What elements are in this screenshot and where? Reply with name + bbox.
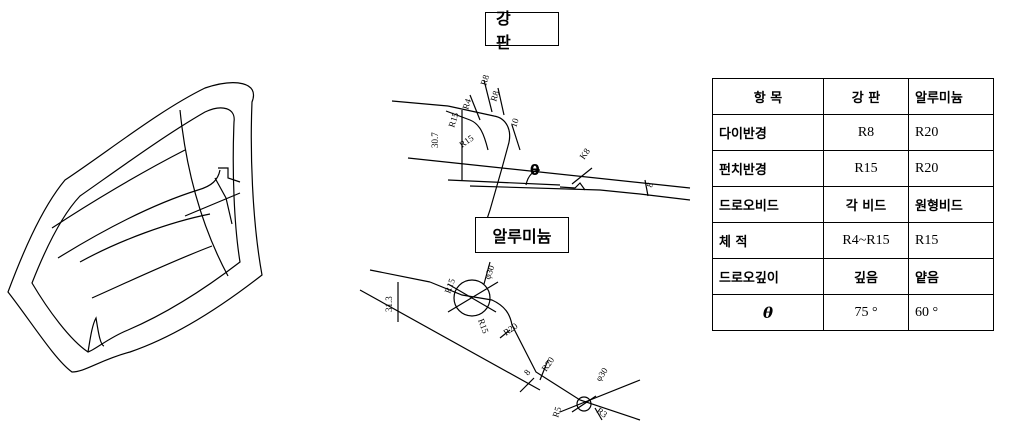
row-aluminum-value: 60 ° [908, 294, 994, 331]
table-row: 다이반경 R8 R20 [712, 114, 994, 151]
steel-label-r8b: R8 [488, 89, 501, 103]
header-aluminum: 알루미늄 [908, 78, 994, 115]
alu-label-r3: R3 [595, 405, 610, 420]
row-label: 드로오비드 [712, 186, 824, 223]
row-steel-value: R15 [823, 150, 909, 187]
steel-label-8: 8 [644, 181, 655, 189]
row-label: 체 적 [712, 222, 824, 259]
row-aluminum-value: R20 [908, 150, 994, 187]
alu-label-phi30a: φ30 [482, 264, 496, 281]
row-steel-value: 각 비드 [823, 186, 909, 223]
comparison-table: 항 목 강 판 알루미늄 다이반경 R8 R20 펀치반경 R15 R20 드로… [712, 78, 994, 331]
row-aluminum-value: 얕음 [908, 258, 994, 295]
table-row: 펀치반경 R15 R20 [712, 150, 994, 187]
table-row: 드로오비드 각 비드 원형비드 [712, 186, 994, 223]
steel-label-k8: K8 [577, 146, 592, 161]
alu-label-r15b: R15 [476, 317, 491, 335]
aluminum-dimension-labels: φ30 R15 R15 R20 31.3 8 R20 φ30 R5 R3 [384, 264, 610, 420]
row-steel-value: R8 [823, 114, 909, 151]
steel-dimension-labels: R4 R8 R8 R15 R15 30.7 10 θ K8 8 [430, 73, 655, 189]
panel-sketch [7, 82, 263, 373]
header-item: 항 목 [712, 78, 824, 115]
row-steel-value: R4~R15 [823, 222, 909, 259]
alu-label-r5: R5 [550, 405, 563, 419]
steel-title-box: 강 판 [485, 9, 559, 52]
row-label: 드로오깊이 [712, 258, 824, 295]
row-aluminum-value: R15 [908, 222, 994, 259]
alu-label-r15a: R15 [442, 277, 457, 295]
steel-label-10: 10 [508, 116, 520, 128]
row-label: θ [712, 294, 824, 331]
row-label: 펀치반경 [712, 150, 824, 187]
steel-label-30-7: 30.7 [430, 132, 440, 148]
table-row: 체 적 R4~R15 R15 [712, 222, 994, 259]
alu-label-r20b: R20 [539, 355, 556, 373]
alu-label-31-3: 31.3 [384, 296, 394, 312]
steel-label-r4: R4 [460, 97, 473, 111]
row-aluminum-value: R20 [908, 114, 994, 151]
row-aluminum-value: 원형비드 [908, 186, 994, 223]
steel-section [391, 79, 691, 253]
aluminum-section [359, 261, 641, 421]
row-steel-value: 75 ° [823, 294, 909, 331]
steel-label-r15a: R15 [446, 111, 460, 129]
alu-label-phi30b: φ30 [593, 365, 610, 383]
table-header-row: 항 목 강 판 알루미늄 [712, 78, 994, 115]
row-label: 다이반경 [712, 114, 824, 151]
steel-theta: θ [530, 163, 540, 179]
table-row: θ 75 ° 60 ° [712, 294, 994, 331]
steel-label-r15b: R15 [457, 133, 475, 150]
aluminum-title-box: 알루미늄 [475, 217, 569, 253]
steel-label-r8a: R8 [478, 73, 491, 87]
alu-label-eight: 8 [522, 367, 533, 377]
table-row: 드로오깊이 깊음 얕음 [712, 258, 994, 295]
header-steel: 강 판 [823, 78, 909, 115]
row-steel-value: 깊음 [823, 258, 909, 295]
